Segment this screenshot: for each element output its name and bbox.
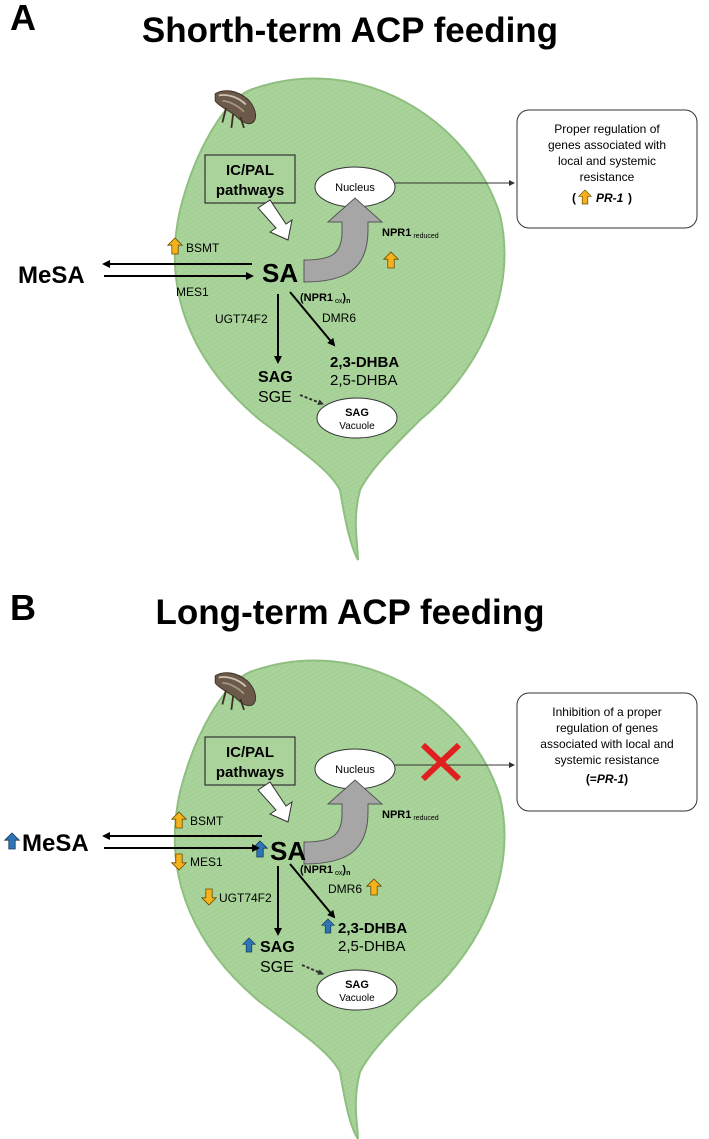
panel-a-title: Shorth-term ACP feeding <box>142 11 558 50</box>
result-b-line3: associated with local and <box>540 737 673 751</box>
result-b-pr1-line: (=PR-1) <box>586 772 628 786</box>
panel-a-letter: A <box>10 0 36 38</box>
panel-a: A Shorth-term ACP feeding IC/PAL pathway… <box>10 0 698 561</box>
result-a-line3: local and systemic <box>558 154 656 168</box>
vacuole-ellipse <box>316 397 398 439</box>
result-box-a <box>516 109 698 229</box>
sge-label: SGE <box>258 389 292 406</box>
arrow-sa-to-dhba-b <box>289 863 336 919</box>
sge-label-b: SGE <box>260 959 294 976</box>
sag-label: SAG <box>258 369 293 386</box>
ic-pal-line2: pathways <box>216 182 284 199</box>
nucleus-label-b: Nucleus <box>335 764 375 776</box>
result-b-line2: regulation of genes <box>556 721 658 735</box>
nucleus-label: Nucleus <box>335 182 375 194</box>
ugt74f2-label: UGT74F2 <box>215 312 268 326</box>
dhba25-label-b: 2,5-DHBA <box>338 938 406 955</box>
sa-label: SA <box>262 258 298 288</box>
ic-pal-box <box>204 154 296 204</box>
panel-b-letter: B <box>10 587 36 628</box>
result-a-close: ) <box>628 191 632 205</box>
mesa-up-blue-arrow-icon <box>4 832 20 850</box>
dmr6-label: DMR6 <box>322 311 356 325</box>
mesa-label-b: MeSA <box>22 830 89 857</box>
dhba23-label: 2,3-DHBA <box>330 354 399 371</box>
vacuole-sag-label: SAG <box>345 407 369 419</box>
vacuole-label-b: Vacuole <box>339 993 375 1004</box>
result-b-line1: Inhibition of a proper <box>552 705 661 719</box>
gray-arrow-sa-to-nucleus-b <box>303 779 384 865</box>
mes1-label: MES1 <box>176 285 209 299</box>
white-arrow-to-sa <box>257 199 293 241</box>
result-a-open: ( <box>572 191 576 205</box>
dhba25-label: 2,5-DHBA <box>330 372 398 389</box>
white-arrow-to-sa-b <box>257 781 293 823</box>
ic-pal-b-line1: IC/PAL <box>226 744 274 761</box>
mesa-label: MeSA <box>18 262 85 289</box>
arrow-sa-to-dhba <box>289 291 336 347</box>
ic-pal-b-line2: pathways <box>216 764 284 781</box>
panel-b-title: Long-term ACP feeding <box>156 593 545 632</box>
result-a-line1: Proper regulation of <box>554 122 660 136</box>
gray-arrow-sa-to-nucleus <box>303 197 384 283</box>
panel-b: B Long-term ACP feeding IC/PAL pathways … <box>4 587 698 1139</box>
ic-pal-box-b <box>204 736 296 786</box>
result-b-line4: systemic resistance <box>555 753 660 767</box>
result-a-pr1: PR-1 <box>596 191 624 205</box>
bsmt-label: BSMT <box>186 241 220 255</box>
result-a-line2: genes associated with <box>548 138 666 152</box>
ic-pal-line1: IC/PAL <box>226 162 274 179</box>
vacuole-label: Vacuole <box>339 421 375 432</box>
vacuole-sag-label-b: SAG <box>345 979 369 991</box>
sag-label-b: SAG <box>260 939 295 956</box>
vacuole-ellipse-b <box>316 969 398 1011</box>
dhba23-label-b: 2,3-DHBA <box>338 920 407 937</box>
dashed-arrow-to-vacuole-b <box>301 964 324 975</box>
red-cross-icon <box>420 742 462 782</box>
sa-label-b: SA <box>270 836 306 866</box>
ugt74f2-label-b: UGT74F2 <box>219 891 272 905</box>
dmr6-label-b: DMR6 <box>328 882 362 896</box>
bsmt-label-b: BSMT <box>190 814 224 828</box>
mes1-label-b: MES1 <box>190 855 223 869</box>
result-box-b <box>516 692 698 812</box>
dashed-arrow-to-vacuole <box>299 394 324 405</box>
result-a-line4: resistance <box>580 170 635 184</box>
